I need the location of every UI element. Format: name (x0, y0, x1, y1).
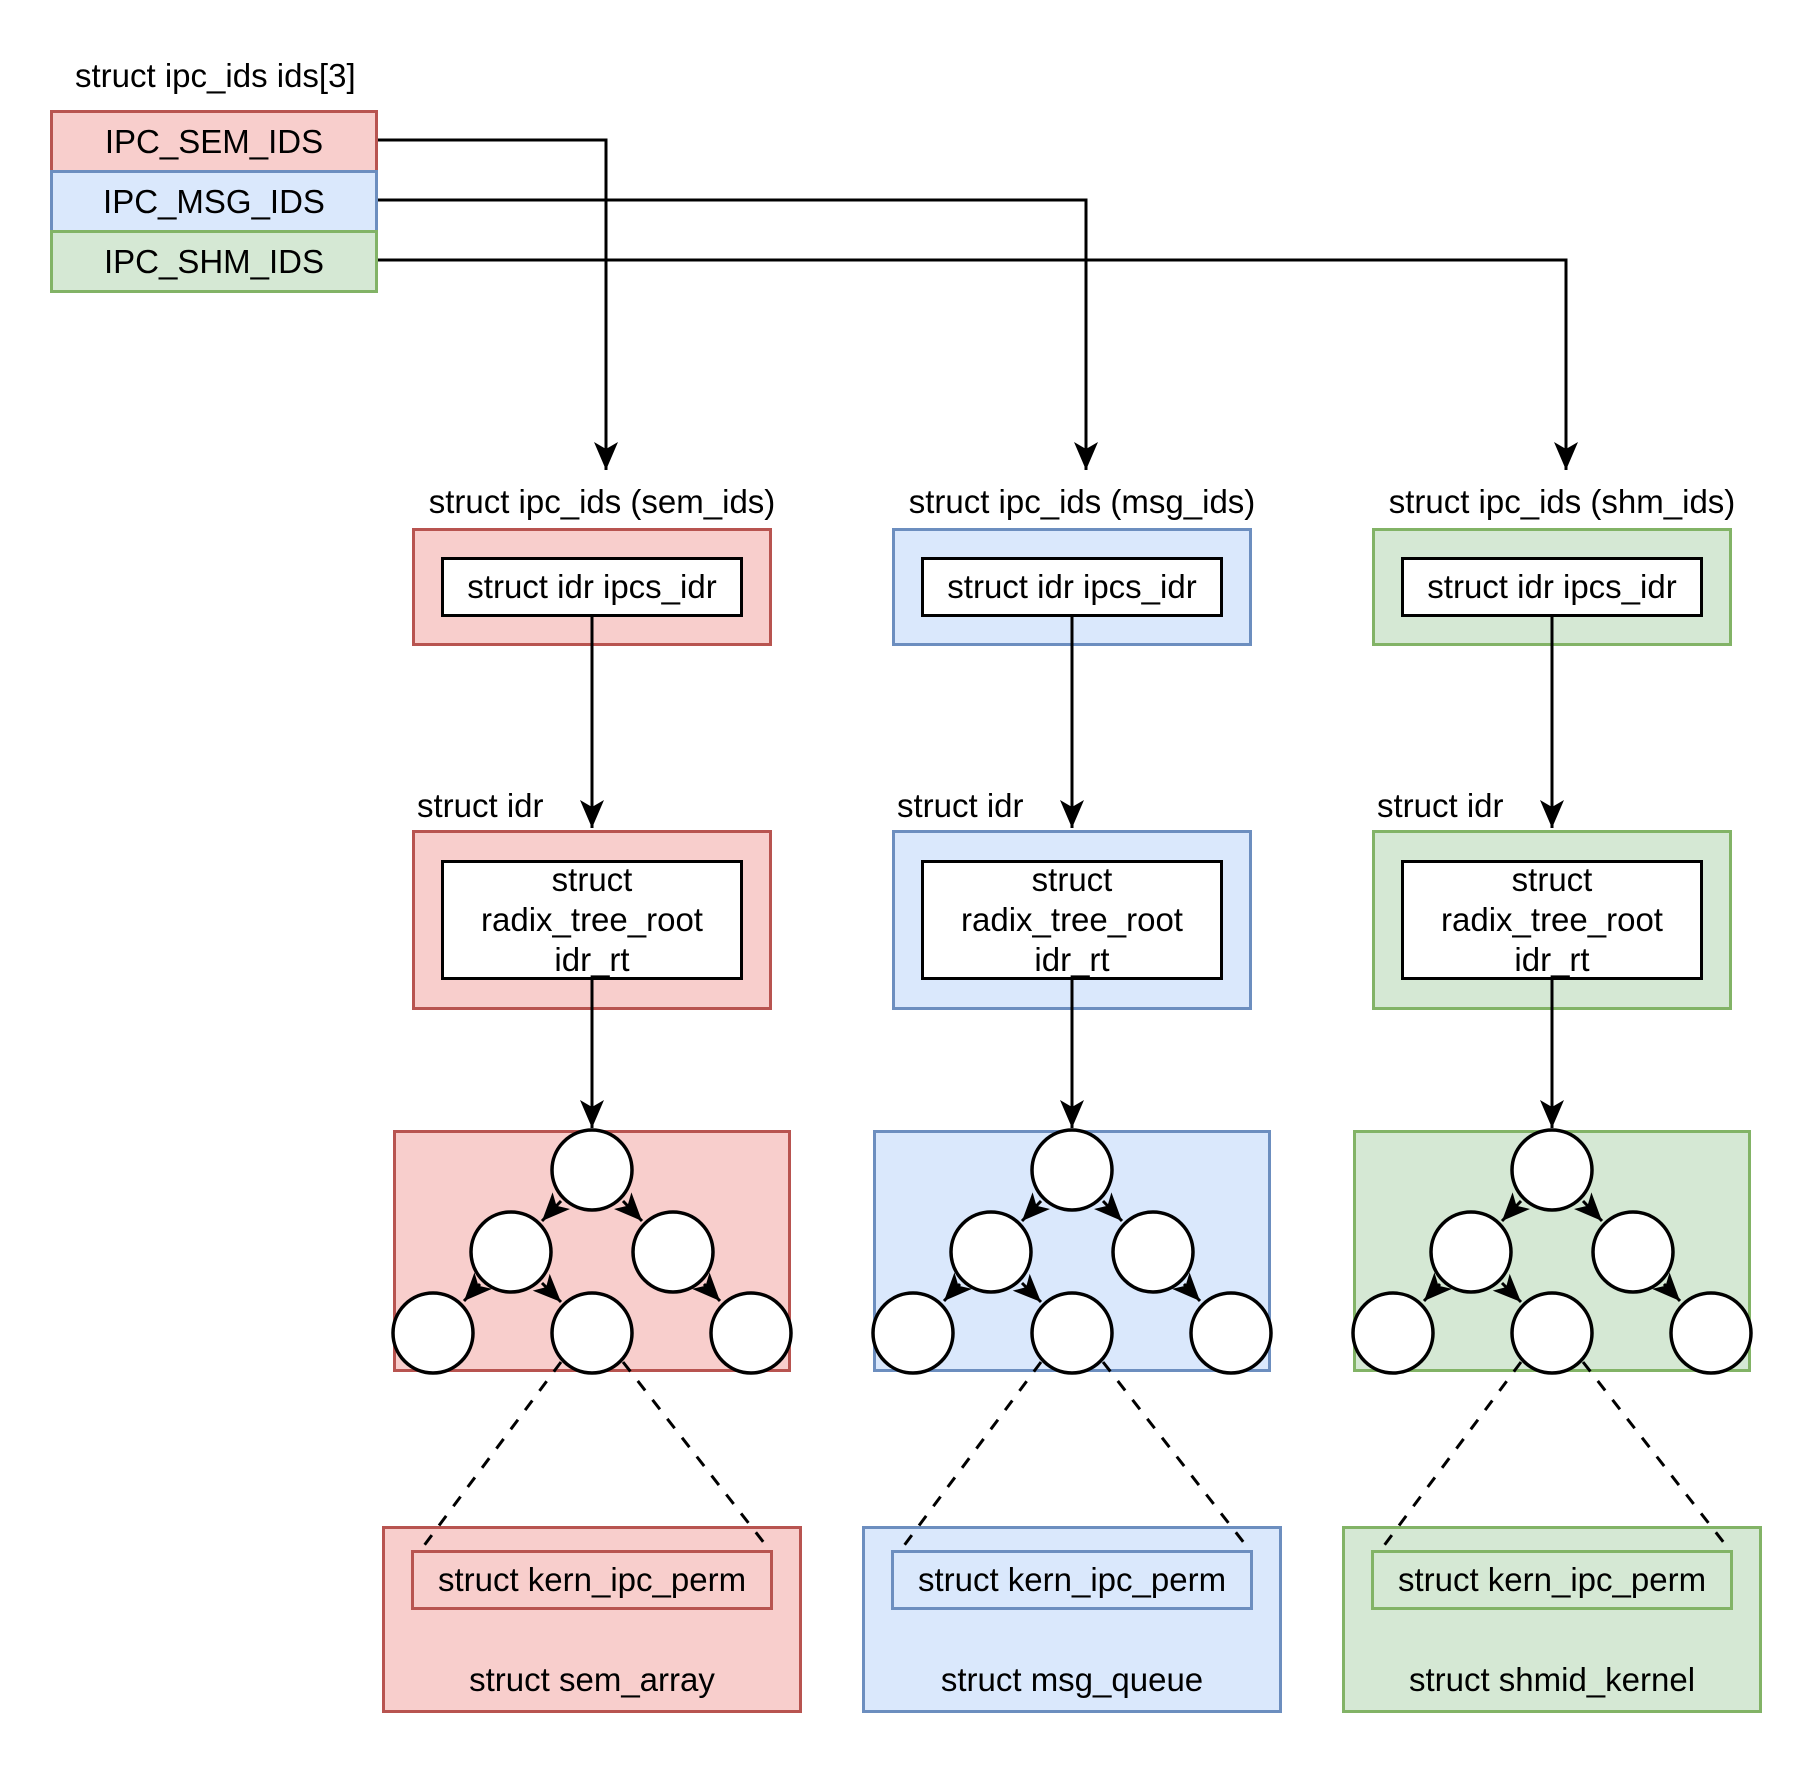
radix-tree-root-box: struct radix_tree_root idr_rt (441, 860, 743, 980)
tree-to-kern-dashed-line (1378, 1361, 1523, 1552)
tree-to-kern-dashed-line (898, 1361, 1043, 1552)
ipcs-idr-label: struct idr ipcs_idr (947, 568, 1197, 605)
kern-ipc-perm-label: struct kern_ipc_perm (437, 1561, 747, 1598)
ipcs-idr-label: struct idr ipcs_idr (467, 568, 717, 605)
ipc-ids-struct-label: struct ipc_ids (sem_ids) (428, 483, 776, 520)
ipcs-idr-box: struct idr ipcs_idr (441, 557, 743, 617)
ipc-ids-struct-label: struct ipc_ids (shm_ids) (1388, 483, 1736, 520)
object-struct-label: struct shmid_kernel (1408, 1661, 1696, 1698)
radix-tree-box (1353, 1130, 1751, 1372)
radix-tree-root-box: struct radix_tree_root idr_rt (1401, 860, 1703, 980)
ids-row-label: IPC_SEM_IDS (104, 122, 324, 160)
kern-ipc-perm-label: struct kern_ipc_perm (1397, 1561, 1707, 1598)
kern-ipc-perm-box: struct kern_ipc_perm (891, 1550, 1253, 1610)
radix-tree-box (873, 1130, 1271, 1372)
idr-struct-label: struct idr (897, 787, 1024, 824)
kern-ipc-perm-label: struct kern_ipc_perm (917, 1561, 1227, 1598)
ids-array-title: struct ipc_ids ids[3] (75, 57, 356, 94)
connector-sem-arrow (378, 138, 618, 470)
ids-row-ipc-msg-ids: IPC_MSG_IDS (50, 170, 378, 233)
kern-ipc-perm-box: struct kern_ipc_perm (411, 1550, 773, 1610)
ids-row-label: IPC_MSG_IDS (103, 182, 325, 220)
radix-tree-root-box: struct radix_tree_root idr_rt (921, 860, 1223, 980)
radix-tree-root-label: struct radix_tree_root idr_rt (481, 861, 703, 978)
ids-row-ipc-shm-ids: IPC_SHM_IDS (50, 230, 378, 293)
column-msg-graphics (871, 617, 1273, 1552)
radix-tree-root-label: struct radix_tree_root idr_rt (1441, 861, 1663, 978)
radix-tree-box (393, 1130, 791, 1372)
object-struct-label: struct msg_queue (940, 1661, 1204, 1698)
ipcs-idr-label: struct idr ipcs_idr (1427, 568, 1677, 605)
tree-to-kern-dashed-line (1581, 1361, 1730, 1549)
tree-to-kern-dashed-line (418, 1361, 563, 1552)
radix-tree-root-label: struct radix_tree_root idr_rt (961, 861, 1183, 978)
idr-struct-label: struct idr (417, 787, 544, 824)
tree-to-kern-dashed-line (621, 1361, 770, 1549)
tree-to-kern-dashed-line (1101, 1361, 1250, 1549)
ipc-ids-struct-label: struct ipc_ids (msg_ids) (908, 483, 1256, 520)
kern-ipc-perm-box: struct kern_ipc_perm (1371, 1550, 1733, 1610)
ipcs-idr-box: struct idr ipcs_idr (1401, 557, 1703, 617)
ids-array-connectors (378, 138, 1578, 470)
object-struct-label: struct sem_array (469, 1661, 715, 1698)
column-sem-graphics (391, 617, 793, 1552)
connector-msg-arrow (378, 198, 1098, 470)
ids-row-label: IPC_SHM_IDS (103, 242, 325, 280)
ids-row-ipc-sem-ids: IPC_SEM_IDS (50, 110, 378, 173)
idr-struct-label: struct idr (1377, 787, 1504, 824)
connector-shm-arrow (378, 258, 1578, 470)
column-shm-graphics (1351, 617, 1753, 1552)
ipcs-idr-box: struct idr ipcs_idr (921, 557, 1223, 617)
